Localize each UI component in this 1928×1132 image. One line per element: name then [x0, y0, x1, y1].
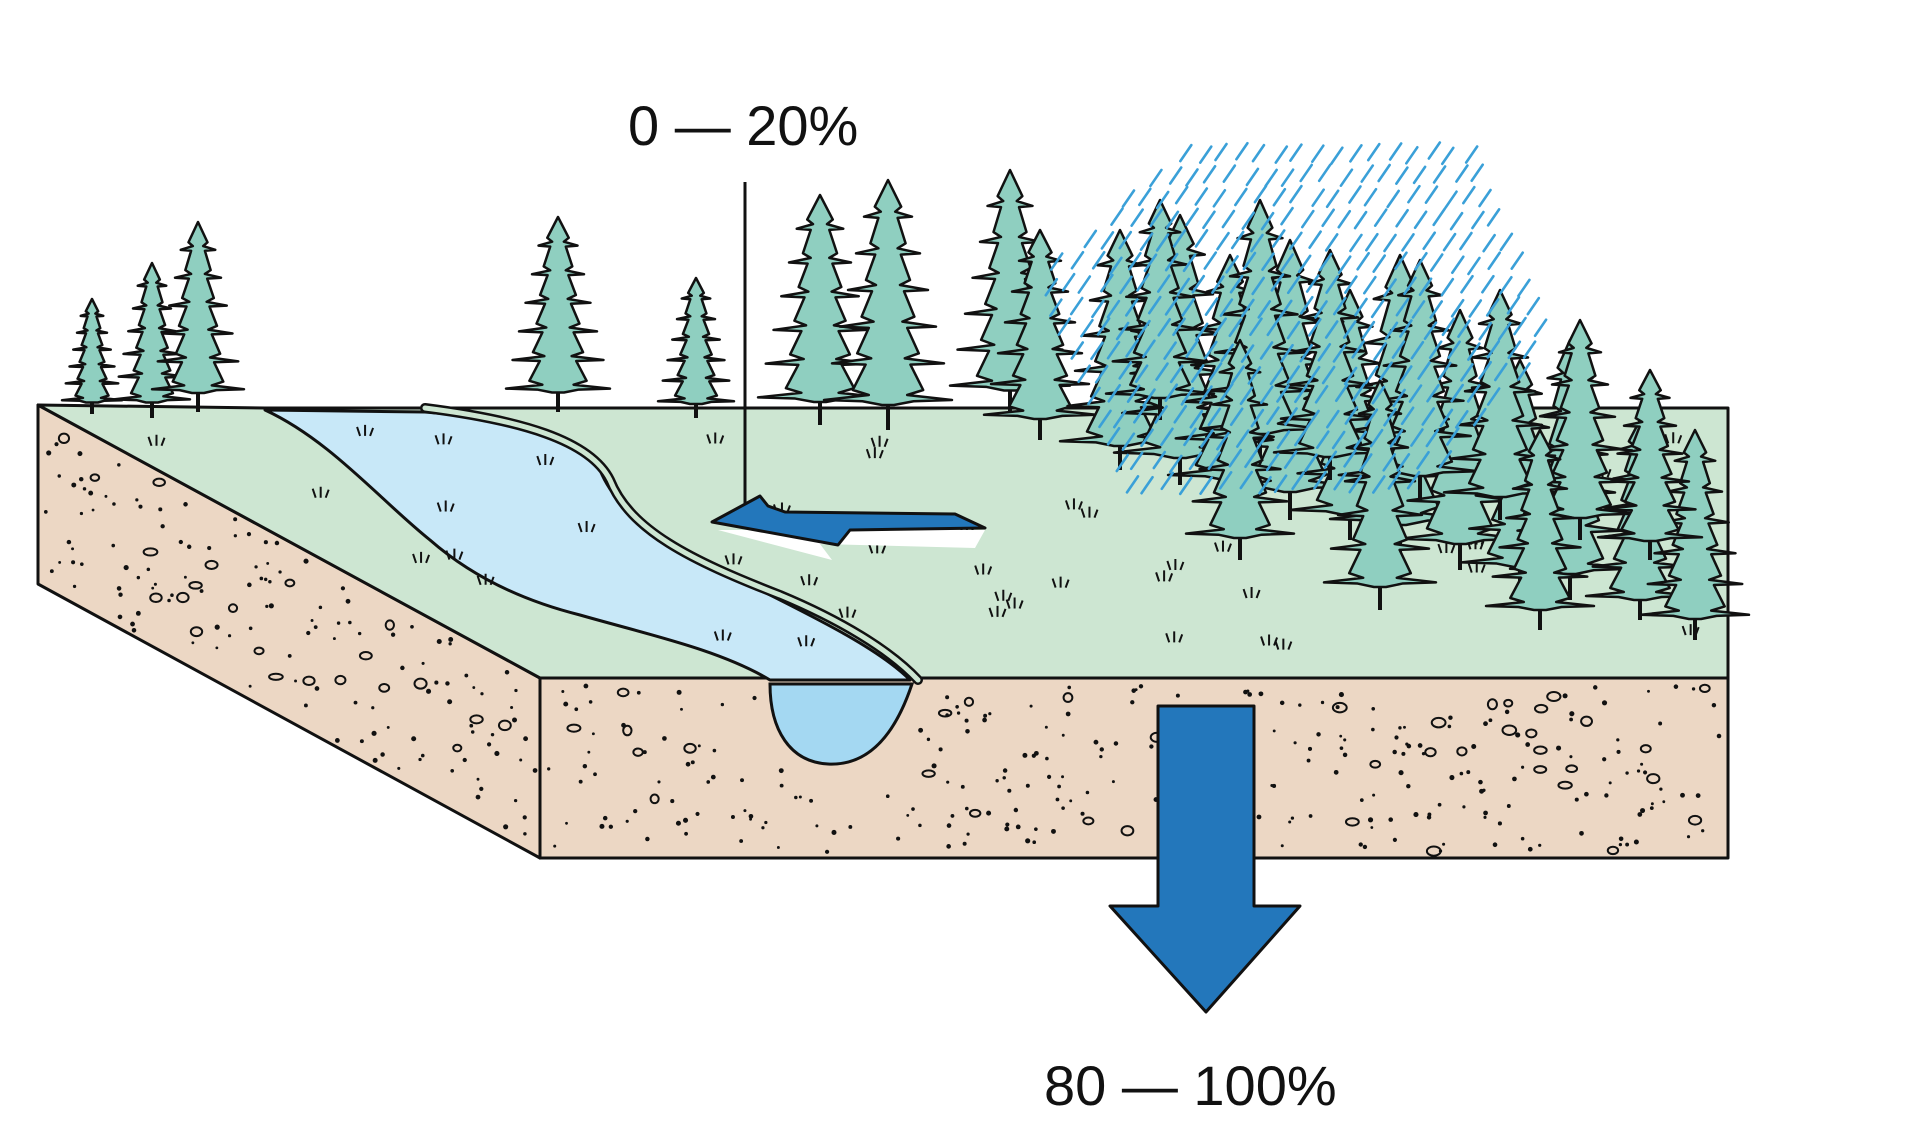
tree-icon — [1484, 428, 1596, 630]
tree-icon — [504, 215, 612, 412]
arrow-down-icon — [1108, 704, 1302, 1014]
arrow-left-icon — [710, 494, 987, 547]
tree-icon — [656, 276, 736, 418]
rain-icon — [1044, 141, 1548, 496]
tree-icon — [1639, 428, 1751, 640]
tree-icon — [1522, 318, 1638, 540]
tree-icon — [1184, 338, 1296, 560]
tree-icon — [60, 297, 124, 414]
stream-channel — [768, 682, 915, 766]
surface-runoff-label: 0 — 20% — [628, 94, 859, 157]
tree-icon — [982, 228, 1098, 440]
tree-icon — [150, 220, 246, 412]
tree-icon — [822, 178, 954, 430]
tree-icon — [112, 261, 192, 418]
tree-icon — [1360, 258, 1480, 500]
tree-icon — [756, 193, 884, 425]
runoff-arrow-shadow — [718, 530, 985, 560]
tree-icon — [1596, 368, 1704, 560]
infiltration-label: 80 — 100% — [1044, 1054, 1337, 1117]
